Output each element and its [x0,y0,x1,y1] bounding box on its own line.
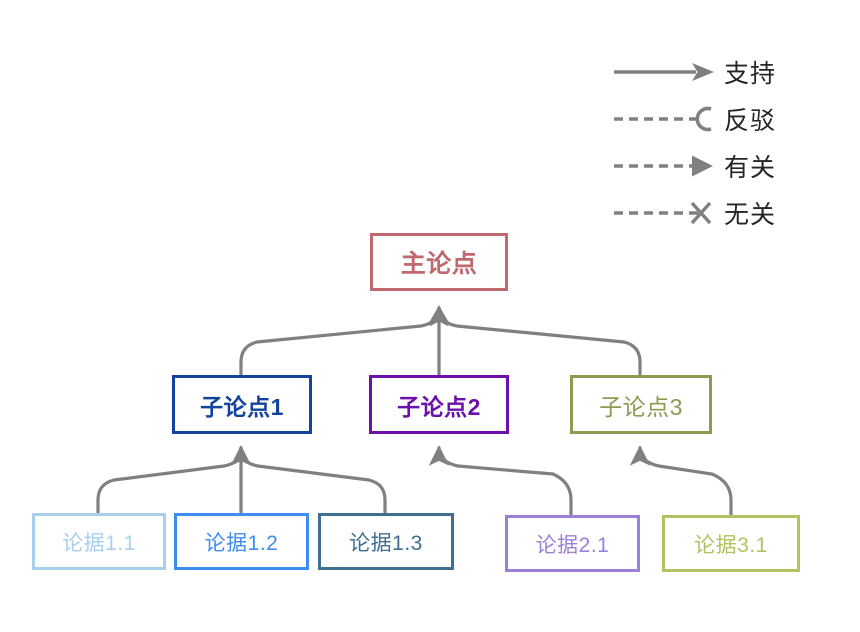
node-evidence-3-1[interactable]: 论据3.1 [662,515,800,572]
node-evidence-1-3-label: 论据1.3 [349,531,423,555]
legend-label-rebut: 反驳 [724,106,777,135]
node-evidence-1-2-label: 论据1.2 [204,531,279,555]
node-sub-claim-3-label: 子论点3 [599,393,683,420]
node-evidence-2-1[interactable]: 论据2.1 [505,515,640,572]
node-evidence-3-1-label: 论据3.1 [694,533,768,557]
legend-glyph-solid-triangle [612,151,716,181]
node-evidence-1-3[interactable]: 论据1.3 [318,513,454,570]
legend-item-rebut: 反驳 [612,95,776,142]
edge-sub3-to-main [429,305,642,376]
legend-glyph-open-arc [612,104,716,134]
node-sub-claim-3[interactable]: 子论点3 [570,375,712,434]
node-evidence-1-2[interactable]: 论据1.2 [174,513,309,570]
edge-sub1-to-main [239,305,449,376]
edge-ev31-to-sub3 [629,445,733,516]
legend-glyph-cross [612,198,716,228]
node-evidence-1-1-label: 论据1.1 [62,531,136,555]
legend-item-irrelevant: 无关 [612,189,776,236]
node-evidence-2-1-label: 论据2.1 [535,533,610,557]
node-sub-claim-2[interactable]: 子论点2 [369,375,509,434]
node-sub-claim-1-label: 子论点1 [200,393,284,420]
legend: 支持 反驳 有关 [612,48,776,236]
legend-label-irrelevant: 无关 [724,200,777,229]
node-main-claim-label: 主论点 [400,250,478,278]
legend-label-support: 支持 [724,59,777,88]
node-sub-claim-2-label: 子论点2 [397,393,481,420]
legend-label-relevant: 有关 [724,153,777,182]
legend-glyph-solid-arrow [612,57,716,87]
edge-ev11-to-sub1 [96,445,252,514]
legend-item-support: 支持 [612,48,776,95]
edge-ev21-to-sub2 [428,445,573,516]
node-evidence-1-1[interactable]: 论据1.1 [32,513,166,570]
node-main-claim[interactable]: 主论点 [370,233,508,291]
edge-ev13-to-sub1 [230,445,387,514]
node-sub-claim-1[interactable]: 子论点1 [172,375,312,434]
legend-item-relevant: 有关 [612,142,776,189]
